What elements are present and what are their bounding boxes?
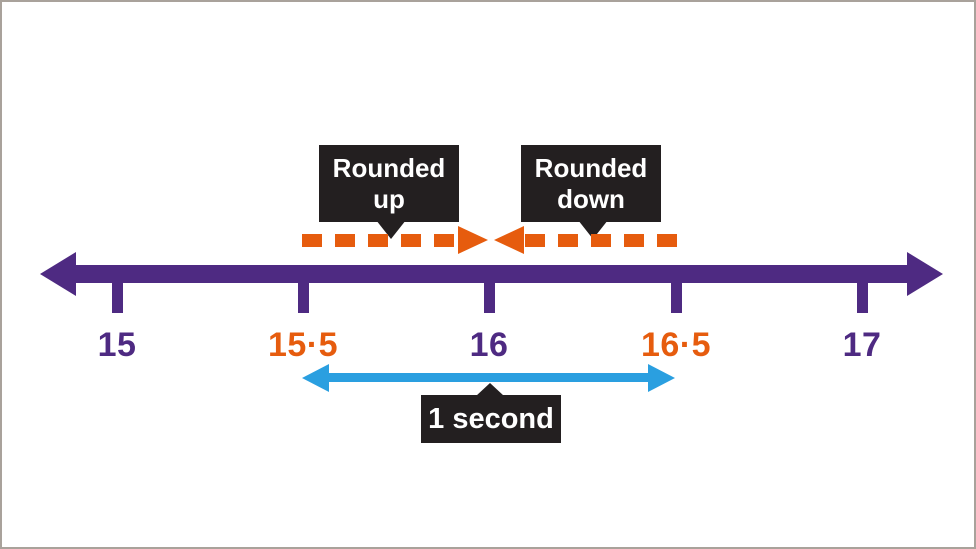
rounded-down-callout: Rounded down <box>521 145 661 222</box>
rounded-up-line1: Rounded <box>332 152 446 183</box>
interval-arrow-line <box>314 373 664 382</box>
tick-label-15: 15 <box>97 326 137 364</box>
tick-15-5 <box>298 265 309 313</box>
tick-label-17: 17 <box>842 326 882 364</box>
interval-label-text: 1 second <box>428 402 554 435</box>
rounded-up-dashed-line <box>302 234 455 247</box>
interval-label: 1 second <box>421 395 561 443</box>
rounded-down-line2: down <box>557 183 625 214</box>
tick-label-15-5: 15·5 <box>267 326 339 364</box>
rounded-up-arrowhead-icon <box>458 226 488 254</box>
tick-label-16-5: 16·5 <box>640 326 712 364</box>
rounded-down-line1: Rounded <box>534 152 648 183</box>
tick-16-5 <box>671 265 682 313</box>
tick-15 <box>112 265 123 313</box>
rounded-down-dashed-line <box>524 234 677 247</box>
interval-label-tail-icon <box>476 383 504 396</box>
axis-arrowhead-right-icon <box>907 252 943 296</box>
tick-17 <box>857 265 868 313</box>
rounded-down-arrowhead-icon <box>494 226 524 254</box>
tick-16 <box>484 265 495 313</box>
interval-arrowhead-right-icon <box>648 364 675 392</box>
rounded-up-callout: Rounded up <box>319 145 459 222</box>
rounded-up-line2: up <box>373 183 405 214</box>
tick-label-16: 16 <box>469 326 509 364</box>
